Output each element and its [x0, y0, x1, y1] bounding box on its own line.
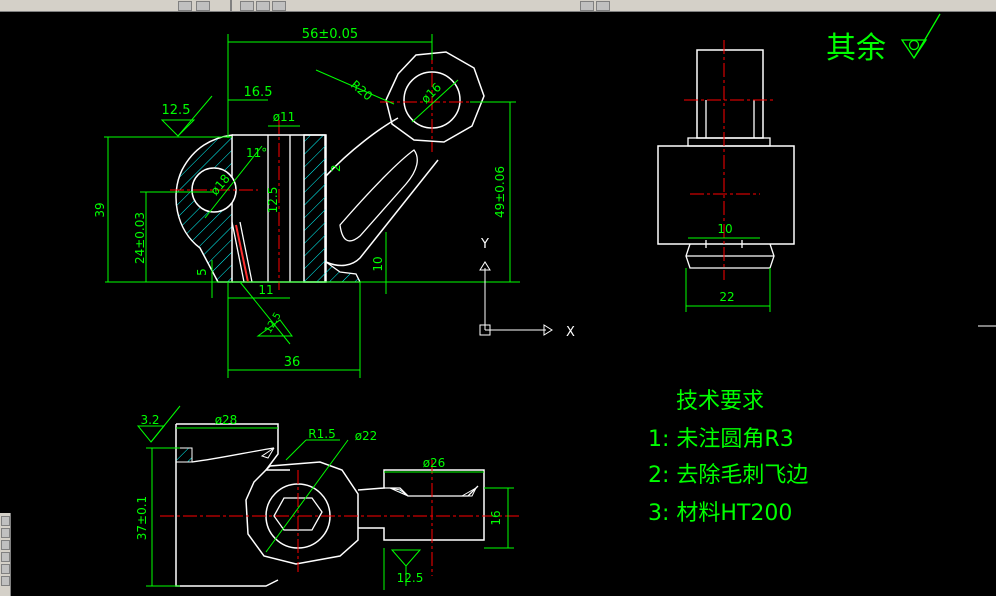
- layer-state-icon[interactable]: [256, 1, 270, 11]
- dim-side-10: 10: [717, 222, 732, 236]
- roughness-12-5-bottom: 12.5: [397, 571, 424, 585]
- hub-octagon: [245, 461, 359, 565]
- circle-tool-icon[interactable]: [1, 540, 10, 550]
- toolbar: [0, 0, 996, 12]
- technical-requirements: 技术要求 1: 未注圆角R3 2: 去除毛刺飞边 3: 材料HT200: [648, 389, 808, 526]
- dim-11: 11: [258, 283, 273, 297]
- ucs-y-label: Y: [480, 237, 489, 252]
- dim-24: 24±0.03: [133, 212, 147, 264]
- dim-56: 56±0.05: [302, 27, 358, 42]
- wall-section: [303, 134, 327, 283]
- dim-5: 5: [195, 268, 209, 276]
- side-view-dimensions: 10 22: [685, 222, 771, 312]
- dim-side-22: 22: [719, 290, 734, 304]
- top-view: [160, 423, 520, 587]
- layer-previous-icon[interactable]: [272, 1, 286, 11]
- save-icon[interactable]: [178, 1, 192, 11]
- dim-39: 39: [93, 202, 107, 217]
- requirement-item: 2: 去除毛刺飞边: [648, 463, 808, 488]
- rectangle-tool-icon[interactable]: [1, 564, 10, 574]
- dim-2: 2: [329, 164, 343, 172]
- ucs-x-label: X: [566, 325, 575, 340]
- dim-phi11: ø11: [273, 110, 296, 124]
- layer-icon[interactable]: [240, 1, 254, 11]
- polyline-tool-icon[interactable]: [1, 528, 10, 538]
- roughness-3-2: 3.2: [140, 413, 159, 427]
- line-tool-icon[interactable]: [1, 516, 10, 526]
- dim-r1-5: R1.5: [308, 427, 335, 441]
- requirement-item: 3: 材料HT200: [648, 501, 792, 526]
- dim-phi28: ø28: [215, 413, 238, 427]
- toolbar-separator: [230, 0, 232, 11]
- roughness-top-left: 12.5: [162, 103, 191, 118]
- remaining-finish-label: 其余: [826, 31, 886, 66]
- dim-12-5-v: 12.5: [266, 187, 280, 214]
- requirements-title: 技术要求: [676, 389, 764, 414]
- hatch-tool-icon[interactable]: [1, 576, 10, 586]
- dim-16-5: 16.5: [244, 85, 273, 100]
- remaining-finish-symbol: 其余: [826, 13, 941, 66]
- style-icon[interactable]: [580, 1, 594, 11]
- dim-49: 49±0.06: [493, 166, 507, 218]
- print-icon[interactable]: [196, 1, 210, 11]
- dim-36: 36: [284, 355, 301, 370]
- ucs-icon: Y X: [479, 237, 575, 340]
- front-view: [105, 50, 520, 290]
- front-view-dimensions: 56±0.05 16.5 R20 ø16 ø11 11° ø18 12.5 2 …: [93, 27, 516, 378]
- properties-icon[interactable]: [596, 1, 610, 11]
- draw-tool-palette: [0, 513, 11, 596]
- requirement-item: 1: 未注圆角R3: [648, 427, 794, 452]
- dim-16: 16: [489, 510, 503, 525]
- side-view: [657, 40, 795, 280]
- boss-outline: [385, 51, 485, 143]
- dim-phi22: ø22: [355, 429, 378, 443]
- top-view-dimensions: 3.2 ø28 37±0.1 R1.5 ø22 ø26 16 12.5: [135, 405, 514, 590]
- dim-10: 10: [371, 256, 385, 271]
- dim-r20: R20: [348, 78, 375, 104]
- arc-tool-icon[interactable]: [1, 552, 10, 562]
- dim-37: 37±0.1: [135, 496, 149, 540]
- dim-phi26: ø26: [423, 456, 446, 470]
